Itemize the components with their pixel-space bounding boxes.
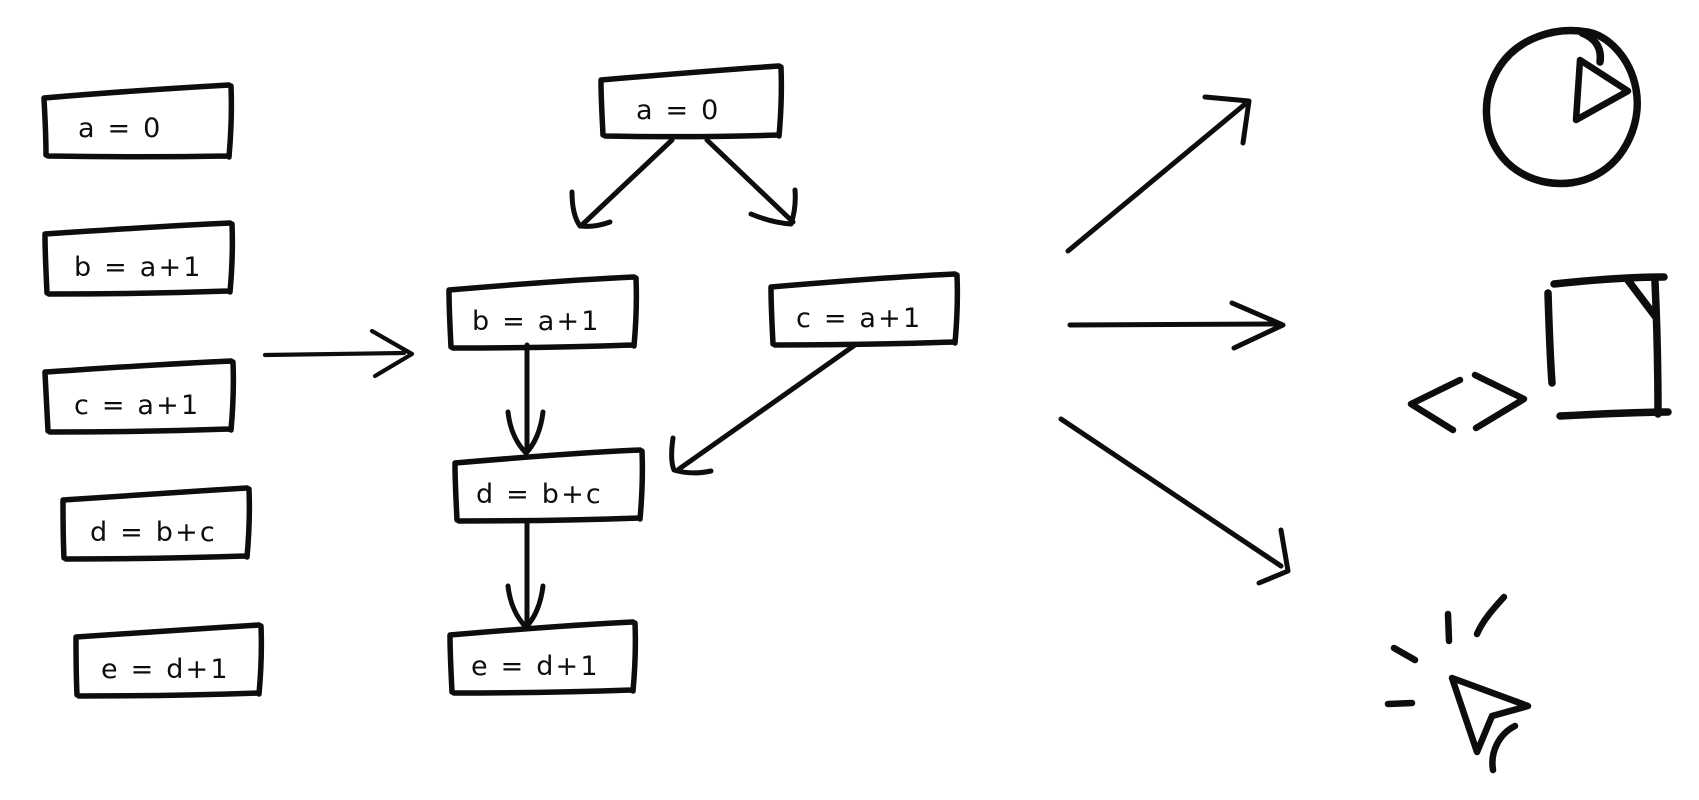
graph-node-label-b: b = a+1 [472,306,601,337]
fanout-arrows [1058,94,1291,586]
graph-edge-a-c [704,137,798,227]
graph-node-label-a: a = 0 [636,95,721,126]
statement-label-a: a = 0 [78,113,163,144]
click-cursor-icon[interactable] [1384,593,1532,774]
fanout-arrow-up [1065,94,1252,254]
graph-edge-b-d [505,342,546,456]
graph-edge-d-e [505,518,546,630]
graph-node-e[interactable]: e = d+1 [447,619,639,696]
fanout-arrow-down [1058,416,1291,586]
dependency-graph: a = 0 b = a+1 c = a+1 [446,63,961,696]
statement-label-e: e = d+1 [101,654,230,685]
graph-edge-c-d [669,342,858,476]
graph-node-label-c: c = a+1 [796,303,922,334]
statement-label-c: c = a+1 [74,390,200,421]
statement-box-a[interactable]: a = 0 [41,82,235,160]
graph-edge-a-b [569,137,675,229]
statement-list: a = 0 b = a+1 c = a+1 d = b+c e = d+1 [41,82,265,699]
statement-label-d: d = b+c [90,517,217,548]
consumer-icons [1384,26,1672,774]
code-document-icon[interactable] [1407,273,1672,434]
statement-box-b[interactable]: b = a+1 [42,220,236,297]
transform-arrow [262,328,415,379]
graph-node-b[interactable]: b = a+1 [446,274,640,351]
statement-box-e[interactable]: e = d+1 [73,622,265,699]
graph-node-label-e: e = d+1 [471,651,600,682]
fanout-arrow-right [1067,300,1286,351]
play-icon[interactable] [1482,26,1641,188]
graph-node-c[interactable]: c = a+1 [768,271,961,348]
statement-label-b: b = a+1 [74,252,203,283]
graph-node-a[interactable]: a = 0 [598,63,785,140]
graph-node-d[interactable]: d = b+c [452,447,646,524]
graph-node-label-d: d = b+c [476,479,603,510]
statement-box-c[interactable]: c = a+1 [42,358,237,435]
statement-box-d[interactable]: d = b+c [60,485,253,562]
